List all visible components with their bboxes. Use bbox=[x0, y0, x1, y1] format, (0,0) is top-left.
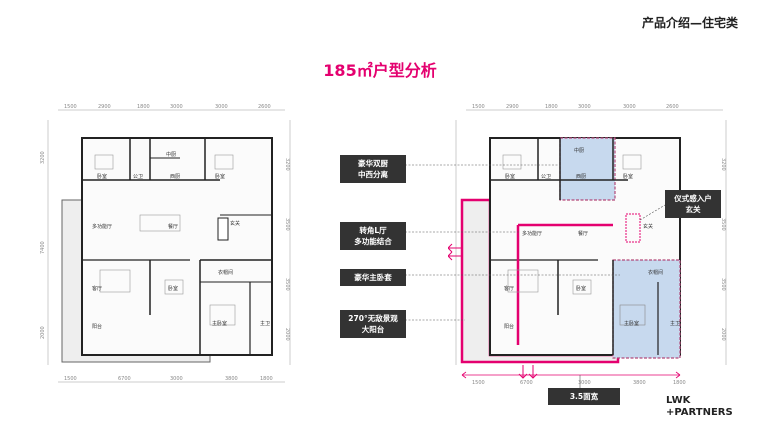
room-bedroom-a: 卧室 bbox=[505, 173, 515, 180]
dim-top-6: 2600 bbox=[258, 104, 271, 110]
callout-lhall: 转角L厅 多功能结合 bbox=[340, 222, 406, 250]
dim-top-4: 3000 bbox=[578, 104, 591, 110]
room-west-kitchen: 西厨 bbox=[576, 174, 586, 180]
dim-top-3: 1800 bbox=[545, 104, 558, 110]
dim-left-3: 2000 bbox=[40, 326, 46, 339]
dim-left-2: 7400 bbox=[40, 241, 46, 254]
room-foyer: 玄关 bbox=[643, 223, 653, 230]
page-title: 185㎡户型分析 bbox=[323, 61, 437, 80]
dim-top-5: 3000 bbox=[215, 104, 228, 110]
dim-bottom-5: 1800 bbox=[673, 380, 686, 386]
dim-top-4: 3000 bbox=[170, 104, 183, 110]
callout-suite: 豪华主卧套 bbox=[340, 269, 406, 286]
dim-right-4: 2000 bbox=[284, 328, 290, 341]
dim-right-3: 3500 bbox=[284, 278, 290, 291]
floor-plan-analysis: 1500 2900 1800 3000 3000 2600 1500 6700 … bbox=[448, 100, 733, 390]
dim-right-1: 3200 bbox=[720, 158, 726, 171]
dim-top-1: 1500 bbox=[64, 104, 77, 110]
room-living: 客厅 bbox=[504, 285, 514, 292]
dim-top-6: 2600 bbox=[666, 104, 679, 110]
dim-top-1: 1500 bbox=[472, 104, 485, 110]
dim-top-3: 1800 bbox=[137, 104, 150, 110]
callout-balcony: 270°无敌景观 大阳台 bbox=[340, 310, 406, 338]
company-logo: LWK +PARTNERS bbox=[666, 395, 733, 419]
dim-bottom-3: 3000 bbox=[170, 376, 183, 382]
dim-right-2: 3500 bbox=[284, 218, 290, 231]
room-master-bath: 主卫 bbox=[670, 320, 680, 327]
room-chinese-kitchen: 中厨 bbox=[166, 151, 176, 158]
room-master-bath: 主卫 bbox=[260, 320, 270, 327]
dim-bottom-2: 6700 bbox=[520, 380, 533, 386]
room-bedroom-c: 卧室 bbox=[576, 285, 586, 292]
room-multi-hall: 多功能厅 bbox=[522, 230, 542, 237]
room-balcony: 阳台 bbox=[92, 323, 102, 330]
dim-bottom-5: 1800 bbox=[260, 376, 273, 382]
dim-top-5: 3000 bbox=[623, 104, 636, 110]
room-master: 主卧室 bbox=[624, 320, 639, 327]
callout-width: 3.5面宽 bbox=[548, 388, 620, 405]
room-living: 客厅 bbox=[92, 285, 102, 292]
callout-kitchen: 豪华双厨 中西分离 bbox=[340, 155, 406, 183]
dim-bottom-3: 3000 bbox=[578, 380, 591, 386]
room-bath-a: 公卫 bbox=[541, 174, 551, 180]
room-bedroom-c: 卧室 bbox=[168, 285, 178, 292]
dim-right-2: 3500 bbox=[720, 218, 726, 231]
dim-bottom-2: 6700 bbox=[118, 376, 131, 382]
room-cloakroom: 衣帽间 bbox=[218, 269, 233, 276]
room-balcony: 阳台 bbox=[504, 323, 514, 330]
dim-top-2: 2900 bbox=[98, 104, 111, 110]
dim-bottom-4: 3800 bbox=[225, 376, 238, 382]
room-west-kitchen: 西厨 bbox=[170, 174, 180, 180]
dim-bottom-4: 3800 bbox=[633, 380, 646, 386]
dim-bottom-1: 1500 bbox=[64, 376, 77, 382]
room-dining: 餐厅 bbox=[168, 223, 178, 230]
room-chinese-kitchen: 中厨 bbox=[574, 147, 584, 154]
logo-line-2: +PARTNERS bbox=[666, 407, 733, 418]
dim-right-3: 3500 bbox=[720, 278, 726, 291]
logo-line-1: LWK bbox=[666, 395, 691, 406]
room-bath-a: 公卫 bbox=[133, 174, 143, 180]
dim-right-4: 2000 bbox=[720, 328, 726, 341]
room-multi-hall: 多功能厅 bbox=[92, 223, 112, 230]
callout-foyer: 仪式感入户 玄关 bbox=[665, 190, 721, 218]
room-foyer: 玄关 bbox=[230, 220, 240, 227]
room-bedroom-a: 卧室 bbox=[97, 173, 107, 180]
room-bedroom-b: 卧室 bbox=[215, 173, 225, 180]
dim-right-1: 3200 bbox=[284, 158, 290, 171]
room-bedroom-b: 卧室 bbox=[623, 173, 633, 180]
room-cloakroom: 衣帽间 bbox=[648, 269, 663, 276]
dim-top-2: 2900 bbox=[506, 104, 519, 110]
dim-bottom-1: 1500 bbox=[472, 380, 485, 386]
room-dining: 餐厅 bbox=[578, 230, 588, 237]
room-master: 主卧室 bbox=[212, 320, 227, 327]
floor-plan-original: 1500 2900 1800 3000 3000 2600 1500 6700 … bbox=[40, 100, 295, 390]
section-title: 产品介绍—住宅类 bbox=[641, 16, 738, 30]
dim-left-1: 3200 bbox=[40, 151, 46, 164]
